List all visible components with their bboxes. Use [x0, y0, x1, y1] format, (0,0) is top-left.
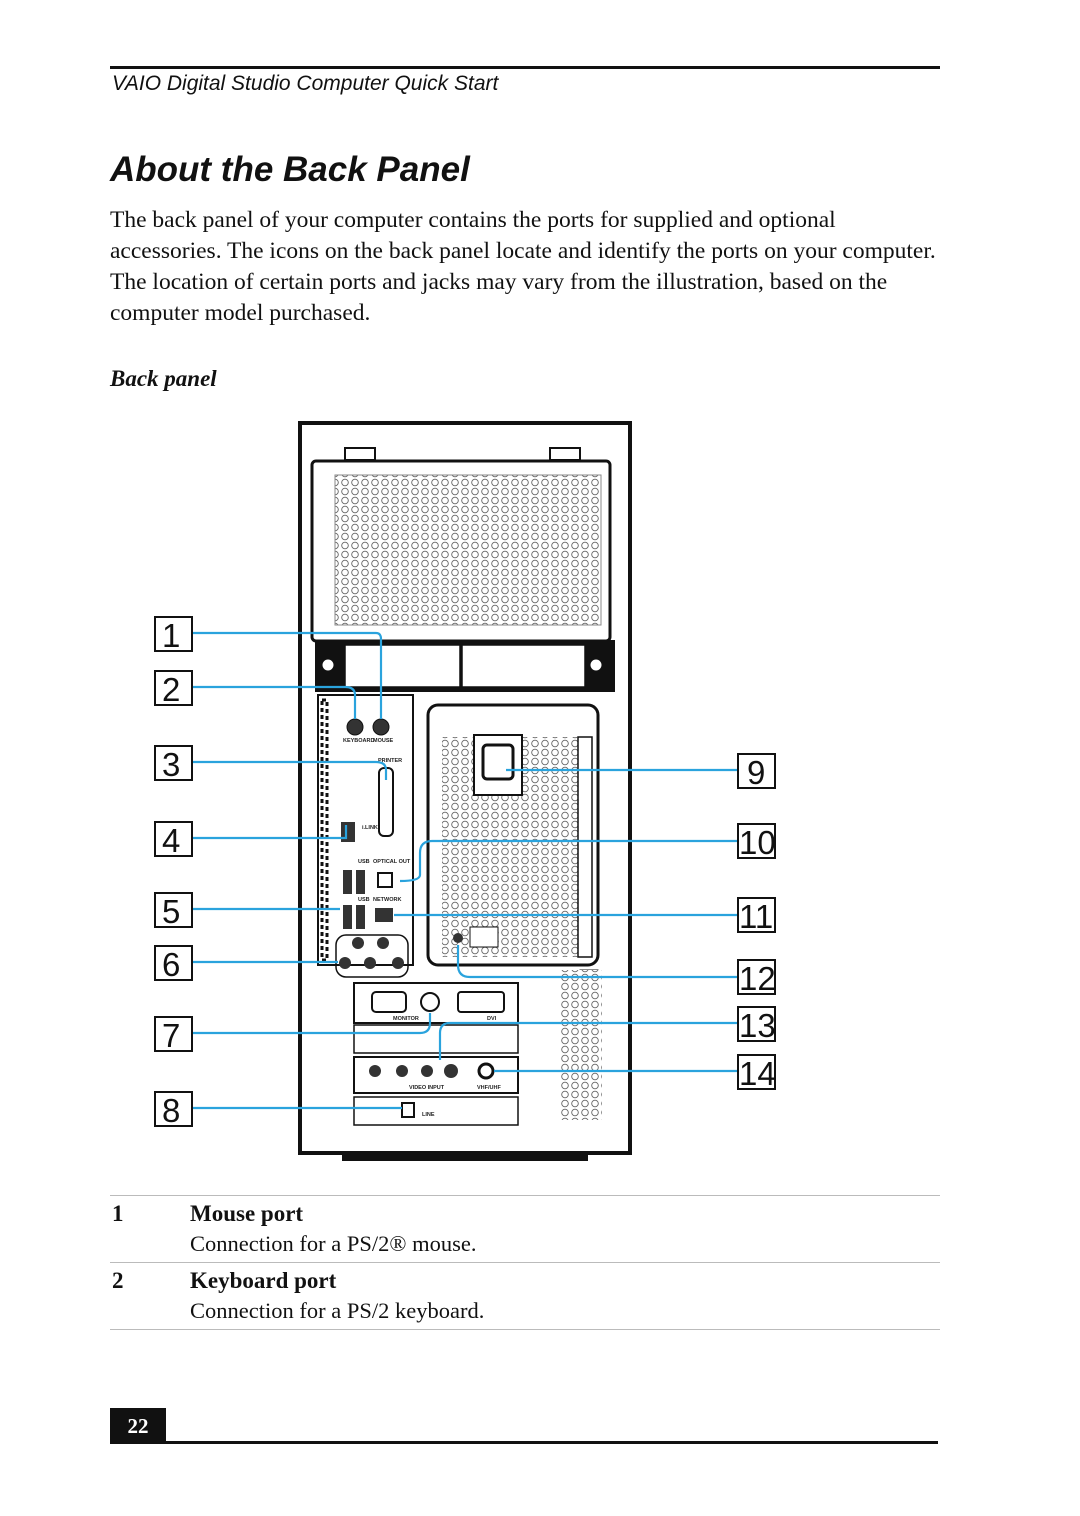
port-number: 2: [112, 1268, 124, 1293]
callout-7: 7: [154, 1016, 193, 1054]
port-number: 1: [112, 1201, 124, 1226]
callout-5: 5: [154, 892, 193, 930]
audio-jack: [364, 957, 376, 969]
usb-port: [343, 905, 352, 929]
svg-text:14: 14: [739, 1055, 776, 1092]
callout-6: 6: [154, 945, 193, 983]
callout-14: 14: [737, 1054, 776, 1092]
mouse-port-label: MOUSE: [373, 738, 394, 744]
audio-jack: [392, 957, 404, 969]
usb-label-upper: USB: [358, 859, 370, 865]
optical-out-label: OPTICAL OUT: [373, 859, 411, 865]
callout-2: 2: [154, 670, 193, 708]
keyboard-port: [346, 718, 364, 736]
callout-1: 1: [154, 616, 193, 654]
dvi-port-label: DVI: [487, 1016, 497, 1022]
svg-text:1: 1: [162, 617, 180, 654]
vhf-uhf-label: VHF/UHF: [477, 1085, 501, 1091]
svg-text:11: 11: [739, 898, 773, 935]
s-video-out-port: [420, 992, 440, 1012]
network-port: [375, 908, 393, 922]
right-callouts: 9 10 11 12 13 14: [737, 753, 776, 1092]
callout-8: 8: [154, 1091, 193, 1129]
port-list: 1 Mouse port Connection for a PS/2® mous…: [110, 1195, 940, 1330]
svg-text:6: 6: [162, 946, 180, 983]
modem-card: [353, 1096, 519, 1126]
port-name: Keyboard port: [190, 1268, 337, 1293]
port-description: Connection for a PS/2® mouse.: [190, 1231, 477, 1256]
callout-9: 9: [737, 753, 776, 791]
svg-text:9: 9: [747, 754, 765, 791]
svg-text:5: 5: [162, 893, 180, 930]
page-title: About the Back Panel: [110, 150, 470, 189]
optical-out-port: [377, 872, 393, 888]
callout-11: 11: [737, 897, 776, 935]
vga-port: [371, 991, 407, 1013]
callout-4: 4: [154, 821, 193, 859]
video-input-jack: [421, 1065, 433, 1077]
usb-port: [343, 870, 352, 894]
callout-12: 12: [737, 959, 776, 997]
page-number: 22: [110, 1408, 166, 1444]
ilink-port-label: i.LINK: [362, 825, 378, 831]
audio-jack: [352, 937, 364, 949]
monitor-port-label: MONITOR: [393, 1016, 419, 1022]
footer-rule: [110, 1441, 938, 1444]
svg-text:12: 12: [739, 960, 776, 997]
video-input-label: VIDEO INPUT: [409, 1085, 445, 1091]
usb-label-lower: USB: [358, 897, 370, 903]
callout-10: 10: [737, 823, 776, 861]
back-panel-illustration: KEYBOARD MOUSE PRINTER i.LINK USB OPTICA…: [140, 415, 800, 1165]
svg-text:13: 13: [739, 1007, 776, 1044]
usb-port: [356, 905, 365, 929]
network-label: NETWORK: [373, 897, 401, 903]
mouse-port: [372, 718, 390, 736]
printer-port-label: PRINTER: [378, 758, 402, 764]
callout-lines: [192, 631, 738, 1110]
video-input-jack: [369, 1065, 381, 1077]
keyboard-port-label: KEYBOARD: [343, 738, 375, 744]
s-video-in-jack: [444, 1064, 458, 1078]
line-jack-label: LINE: [422, 1112, 435, 1118]
intro-paragraph: The back panel of your computer contains…: [110, 207, 936, 326]
port-description: Connection for a PS/2 keyboard.: [190, 1298, 485, 1323]
line-jack: [401, 1102, 415, 1118]
header-rule: [110, 66, 940, 69]
svg-text:4: 4: [162, 822, 180, 859]
port-name: Mouse port: [190, 1201, 304, 1226]
vhf-uhf-jack: [477, 1062, 495, 1080]
top-vent-grille: [334, 474, 602, 626]
usb-port: [356, 870, 365, 894]
audio-jack: [377, 937, 389, 949]
callout-13: 13: [737, 1006, 776, 1044]
port-item-mouse: 1 Mouse port Connection for a PS/2® mous…: [110, 1195, 940, 1262]
svg-text:7: 7: [162, 1017, 180, 1054]
voltage-switch: [453, 933, 463, 943]
back-panel-svg: KEYBOARD MOUSE PRINTER i.LINK USB OPTICA…: [154, 421, 776, 1161]
svg-text:2: 2: [162, 671, 180, 708]
audio-jack: [339, 957, 351, 969]
io-plate: [317, 694, 414, 966]
running-header: VAIO Digital Studio Computer Quick Start: [112, 72, 499, 95]
video-input-jack: [396, 1065, 408, 1077]
callout-3: 3: [154, 745, 193, 783]
svg-text:8: 8: [162, 1092, 180, 1129]
left-callouts: 1 2 3 4 5 6 7 8: [154, 616, 193, 1129]
svg-text:10: 10: [739, 824, 776, 861]
svg-text:3: 3: [162, 746, 180, 783]
figure-caption: Back panel: [110, 366, 217, 391]
dvi-port: [457, 991, 505, 1013]
power-inlet: [481, 743, 515, 781]
port-item-keyboard: 2 Keyboard port Connection for a PS/2 ke…: [110, 1262, 940, 1330]
